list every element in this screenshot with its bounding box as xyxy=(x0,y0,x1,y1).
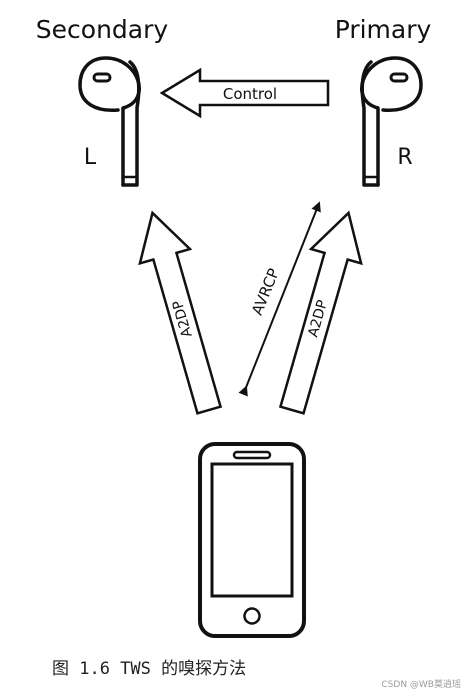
right-earbud-icon xyxy=(360,56,423,187)
watermark: CSDN @WB莫逍瑶 xyxy=(381,680,461,690)
right-earbud-letter: R xyxy=(397,145,412,170)
primary-label: Primary xyxy=(335,15,432,44)
smartphone-icon xyxy=(198,442,306,638)
secondary-label: Secondary xyxy=(36,15,169,44)
left-earbud-letter: L xyxy=(84,145,97,170)
a2dp-left-arrow xyxy=(138,210,223,415)
figure-caption: 图 1.6 TWS 的嗅探方法 xyxy=(52,659,247,679)
control-label: Control xyxy=(223,85,277,103)
control-arrow xyxy=(159,67,330,119)
left-earbud-icon xyxy=(78,56,141,187)
avrcp-arrow xyxy=(238,201,321,397)
